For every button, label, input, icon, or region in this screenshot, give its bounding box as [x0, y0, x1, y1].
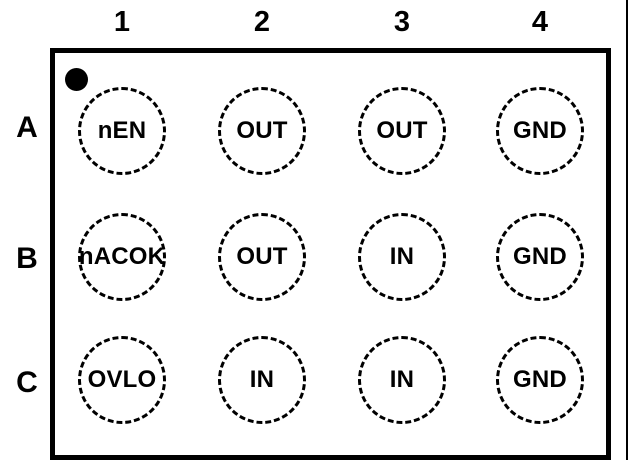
- pin-b3-label: IN: [389, 243, 415, 270]
- pin-b2-label: OUT: [236, 243, 288, 270]
- row-label-a: A: [16, 111, 38, 144]
- pin-c3: IN: [358, 336, 446, 424]
- pin-a2: OUT: [218, 87, 306, 175]
- pin-b2: OUT: [218, 213, 306, 301]
- column-label-4: 4: [531, 6, 549, 38]
- pin-a2-label: OUT: [236, 117, 288, 144]
- pin-b4-label: GND: [513, 243, 567, 270]
- package-outline: nEN OUT OUT GND nACOK OUT IN GND OVLO IN…: [50, 48, 611, 460]
- column-label-3: 3: [393, 6, 411, 38]
- pin-c2: IN: [218, 336, 306, 424]
- image-right-edge-line: [626, 0, 628, 460]
- pin-a3: OUT: [358, 87, 446, 175]
- row-label-c: C: [16, 366, 38, 399]
- column-label-2: 2: [253, 6, 271, 38]
- pin-b1: nACOK: [78, 213, 166, 301]
- pin-c4: GND: [496, 336, 584, 424]
- pin1-indicator-dot: [65, 68, 88, 91]
- pin-a3-label: OUT: [376, 117, 428, 144]
- pin-b4: GND: [496, 213, 584, 301]
- pin-c1-label: OVLO: [87, 366, 157, 393]
- column-label-1: 1: [113, 6, 131, 38]
- pin-c3-label: IN: [389, 366, 415, 393]
- pin-a1: nEN: [78, 87, 166, 175]
- pin-a4-label: GND: [513, 117, 567, 144]
- pin-c2-label: IN: [249, 366, 275, 393]
- pin-a4: GND: [496, 87, 584, 175]
- pin-b3: IN: [358, 213, 446, 301]
- pin-c1: OVLO: [78, 336, 166, 424]
- pin-a1-label: nEN: [97, 117, 147, 144]
- pin-c4-label: GND: [513, 366, 567, 393]
- pin-b1-label: nACOK: [78, 243, 166, 270]
- row-label-b: B: [16, 242, 38, 275]
